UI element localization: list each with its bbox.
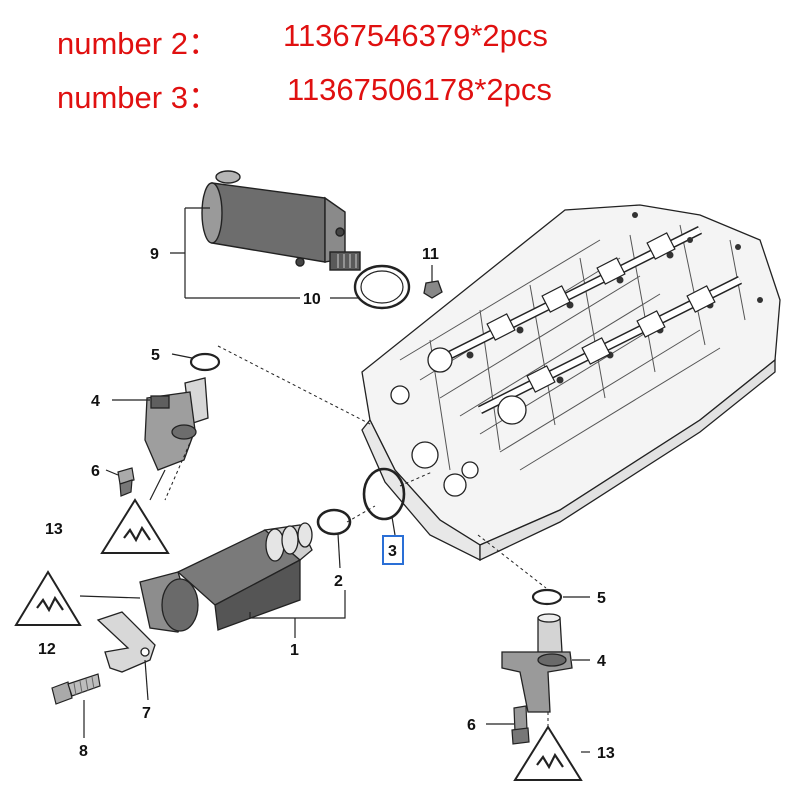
vanos-solenoid <box>139 522 313 633</box>
callout-2: 2 <box>334 573 343 590</box>
warning-triangle-left <box>14 570 82 626</box>
callout-13-upper: 13 <box>45 521 63 538</box>
camshaft-sensor-lower <box>501 588 573 713</box>
bolt-lower <box>511 705 530 745</box>
cylinder-head <box>361 204 781 562</box>
callout-4-upper: 4 <box>91 393 100 410</box>
o-ring-small <box>316 508 352 536</box>
camshaft-sensor-upper <box>144 352 221 471</box>
callout-5-upper: 5 <box>151 347 160 364</box>
circlip <box>353 264 411 310</box>
callout-7: 7 <box>142 705 151 722</box>
callout-10: 10 <box>303 291 321 308</box>
warning-triangle-upper <box>100 498 170 554</box>
callout-9: 9 <box>150 246 159 263</box>
bracket <box>96 611 156 673</box>
warning-triangle-lower <box>513 725 583 781</box>
nut <box>423 265 443 299</box>
callout-13-lower: 13 <box>597 745 615 762</box>
callout-4-lower: 4 <box>597 653 606 670</box>
callout-8: 8 <box>79 743 88 760</box>
highlight-box <box>382 535 404 565</box>
installation-lines <box>164 345 549 727</box>
callout-3: 3 <box>388 543 397 560</box>
bolt-bracket <box>51 673 101 705</box>
callout-6-lower: 6 <box>467 717 476 734</box>
leader-lines <box>79 207 590 753</box>
callout-6-upper: 6 <box>91 463 100 480</box>
callout-11: 11 <box>422 246 439 263</box>
callout-12: 12 <box>38 641 56 658</box>
part-number-label-2: number 2： <box>57 26 219 61</box>
callout-5-lower: 5 <box>597 590 606 607</box>
part-number-label-3: number 3： <box>57 80 219 115</box>
o-ring-large <box>362 467 406 521</box>
vanos-motor <box>201 170 361 271</box>
part-number-value-2: 11367546379*2pcs <box>283 18 548 53</box>
callout-1: 1 <box>290 642 299 659</box>
part-number-value-3: 11367506178*2pcs <box>287 72 552 107</box>
bolt-upper <box>117 467 135 497</box>
